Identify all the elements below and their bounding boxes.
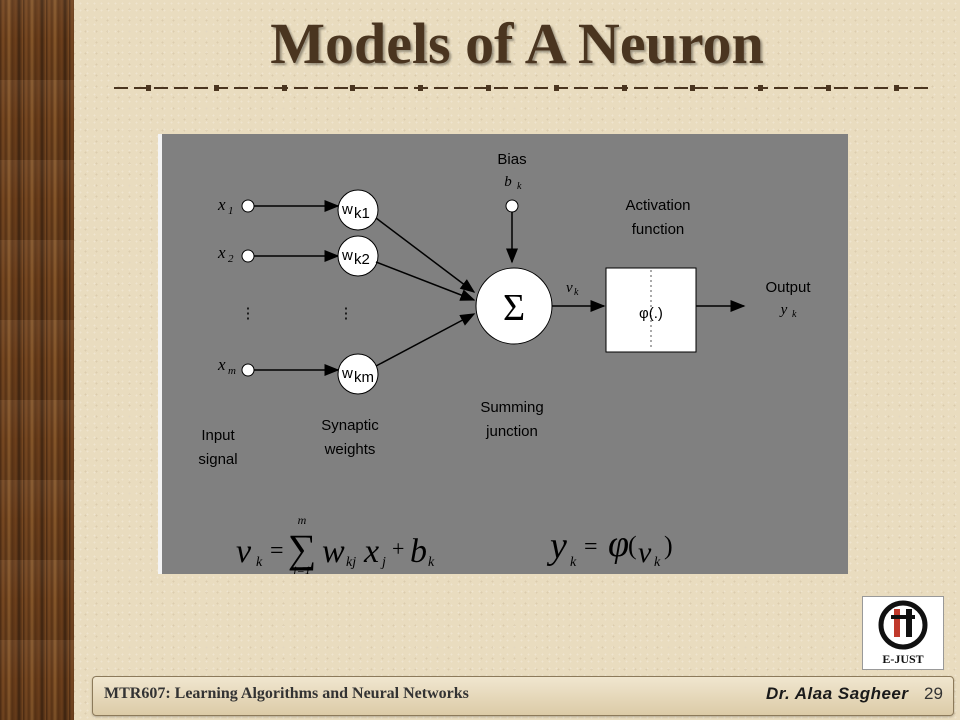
output-sub: k xyxy=(792,309,797,320)
summing-junction: Σ xyxy=(475,267,553,345)
vk-sub: k xyxy=(574,287,579,298)
weight-wk1: w k1 xyxy=(337,189,476,293)
svg-text:k: k xyxy=(570,555,577,570)
svg-text:j: j xyxy=(380,555,386,570)
svg-text:j=1: j=1 xyxy=(291,563,310,574)
slide-title: Models of A Neuron xyxy=(270,11,764,76)
svg-text:): ) xyxy=(664,531,673,560)
svg-text:∑: ∑ xyxy=(288,526,317,571)
svg-text:φ(.): φ(.) xyxy=(639,305,663,322)
input-xm: x m xyxy=(217,355,340,377)
svg-text:Σ: Σ xyxy=(503,287,525,329)
svg-text:x: x xyxy=(217,355,226,374)
svg-text:km: km xyxy=(354,369,374,386)
svg-text:k: k xyxy=(654,555,661,570)
ejust-logo: E-JUST xyxy=(862,596,944,670)
svg-text:Bias: Bias xyxy=(497,151,526,168)
weight-wkm: w km xyxy=(337,313,476,395)
input-label-1: Input xyxy=(201,427,235,444)
input-ellipsis: ⋮ xyxy=(241,305,256,322)
activation-label-2: function xyxy=(632,221,685,238)
svg-text:w: w xyxy=(341,365,353,382)
svg-text:b: b xyxy=(410,533,427,570)
formula-vk: v k = m ∑ j=1 w kj x j + b k xyxy=(236,513,435,577)
neuron-model-svg: x 1 x 2 ⋮ x m w k1 w k2 xyxy=(198,151,811,577)
title-divider xyxy=(114,85,934,91)
formula-yk: y k = φ ( v k ) xyxy=(546,523,673,570)
vk-symbol: v xyxy=(566,280,573,296)
svg-text:k2: k2 xyxy=(354,251,370,268)
svg-text:k: k xyxy=(428,555,435,570)
svg-text:x: x xyxy=(217,243,226,262)
input-x1: x 1 xyxy=(217,195,340,217)
output-symbol: y xyxy=(779,302,788,318)
svg-text:y: y xyxy=(546,525,567,567)
svg-text:w: w xyxy=(341,201,353,218)
svg-text:=: = xyxy=(270,538,284,564)
synaptic-label-1: Synaptic xyxy=(321,417,379,434)
svg-text:φ: φ xyxy=(608,523,629,565)
footer-author: Dr. Alaa Sagheer xyxy=(766,684,909,703)
svg-text:x: x xyxy=(363,533,379,570)
svg-text:k1: k1 xyxy=(354,205,370,222)
bias-input: Bias b k xyxy=(497,151,527,264)
svg-text:v: v xyxy=(638,536,652,569)
output-label: Output xyxy=(765,279,811,296)
svg-text:(: ( xyxy=(628,531,637,560)
svg-text:m: m xyxy=(298,513,307,527)
activation-label-1: Activation xyxy=(625,197,690,214)
svg-text:w: w xyxy=(341,247,353,264)
svg-text:+: + xyxy=(392,536,404,561)
svg-text:w: w xyxy=(322,533,345,570)
page-number: 29 xyxy=(924,684,943,703)
svg-text:1: 1 xyxy=(228,205,234,217)
svg-text:k: k xyxy=(517,181,522,192)
weight-ellipsis: ⋮ xyxy=(339,305,354,322)
footer-bar xyxy=(92,676,954,716)
synaptic-label-2: weights xyxy=(324,441,376,458)
input-x2: x 2 xyxy=(217,243,340,265)
wood-border xyxy=(0,0,74,720)
svg-text:k: k xyxy=(256,555,263,570)
ejust-logo-text: E-JUST xyxy=(882,652,924,666)
weight-wk2: w k2 xyxy=(337,235,476,301)
svg-text:x: x xyxy=(217,195,226,214)
neuron-diagram: x 1 x 2 ⋮ x m w k1 w k2 xyxy=(158,134,848,577)
ejust-emblem-icon xyxy=(878,600,928,650)
svg-text:kj: kj xyxy=(346,555,356,570)
svg-text:b: b xyxy=(504,174,512,190)
footer-course: MTR607: Learning Algorithms and Neural N… xyxy=(104,685,469,702)
summing-label-2: junction xyxy=(485,423,538,440)
svg-text:=: = xyxy=(584,534,598,560)
activation-function-box: φ(.) xyxy=(605,267,697,353)
svg-text:m: m xyxy=(228,365,236,377)
input-label-2: signal xyxy=(198,451,237,468)
svg-text:2: 2 xyxy=(228,253,234,265)
summing-label-1: Summing xyxy=(480,399,543,416)
svg-text:v: v xyxy=(236,533,252,570)
